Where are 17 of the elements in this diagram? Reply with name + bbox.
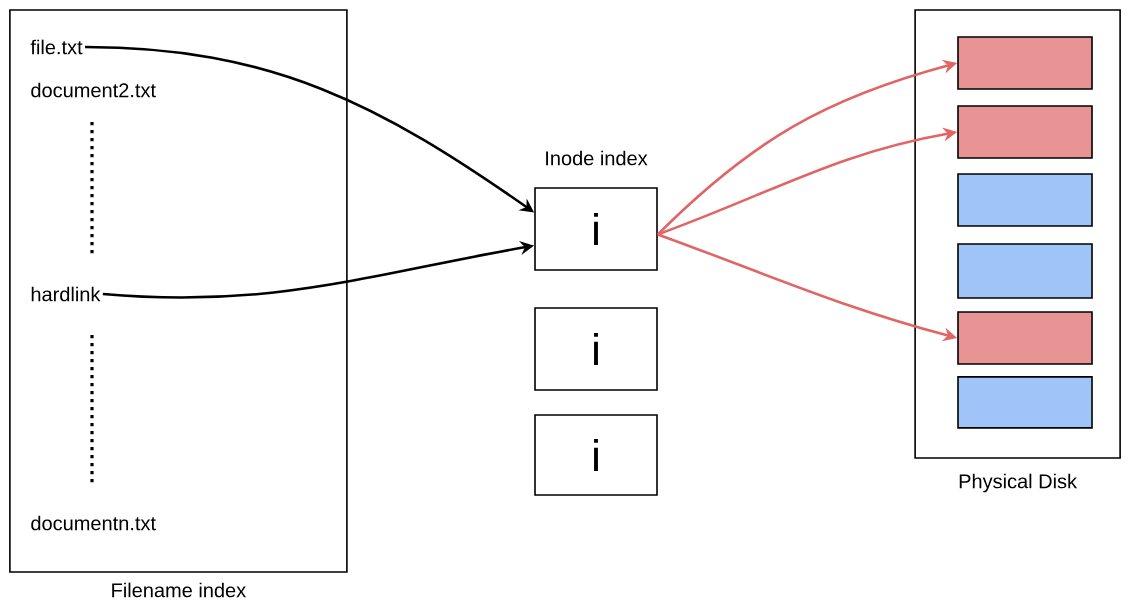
disk-block: [957, 36, 1093, 90]
disk-block: [957, 105, 1093, 159]
node-label: Inode index: [546, 150, 648, 166]
disk-block: [957, 311, 1093, 365]
disk-block: [957, 173, 1093, 227]
inode-box: i: [534, 414, 658, 496]
file-name: file.txt: [30, 39, 83, 55]
inode-box: i: [534, 307, 658, 391]
node-label: Physical Disk: [959, 473, 1078, 493]
panel: Physical Disk: [914, 9, 1121, 493]
inode-box: Inode index i: [534, 150, 658, 271]
disk-block: [957, 376, 1093, 429]
file-name: document2.txt: [31, 82, 156, 98]
disk-block: [957, 243, 1093, 299]
file-name: documentn.txt: [31, 515, 156, 531]
node-label: Filename index: [112, 582, 246, 598]
file-name: hardlink: [31, 286, 101, 302]
